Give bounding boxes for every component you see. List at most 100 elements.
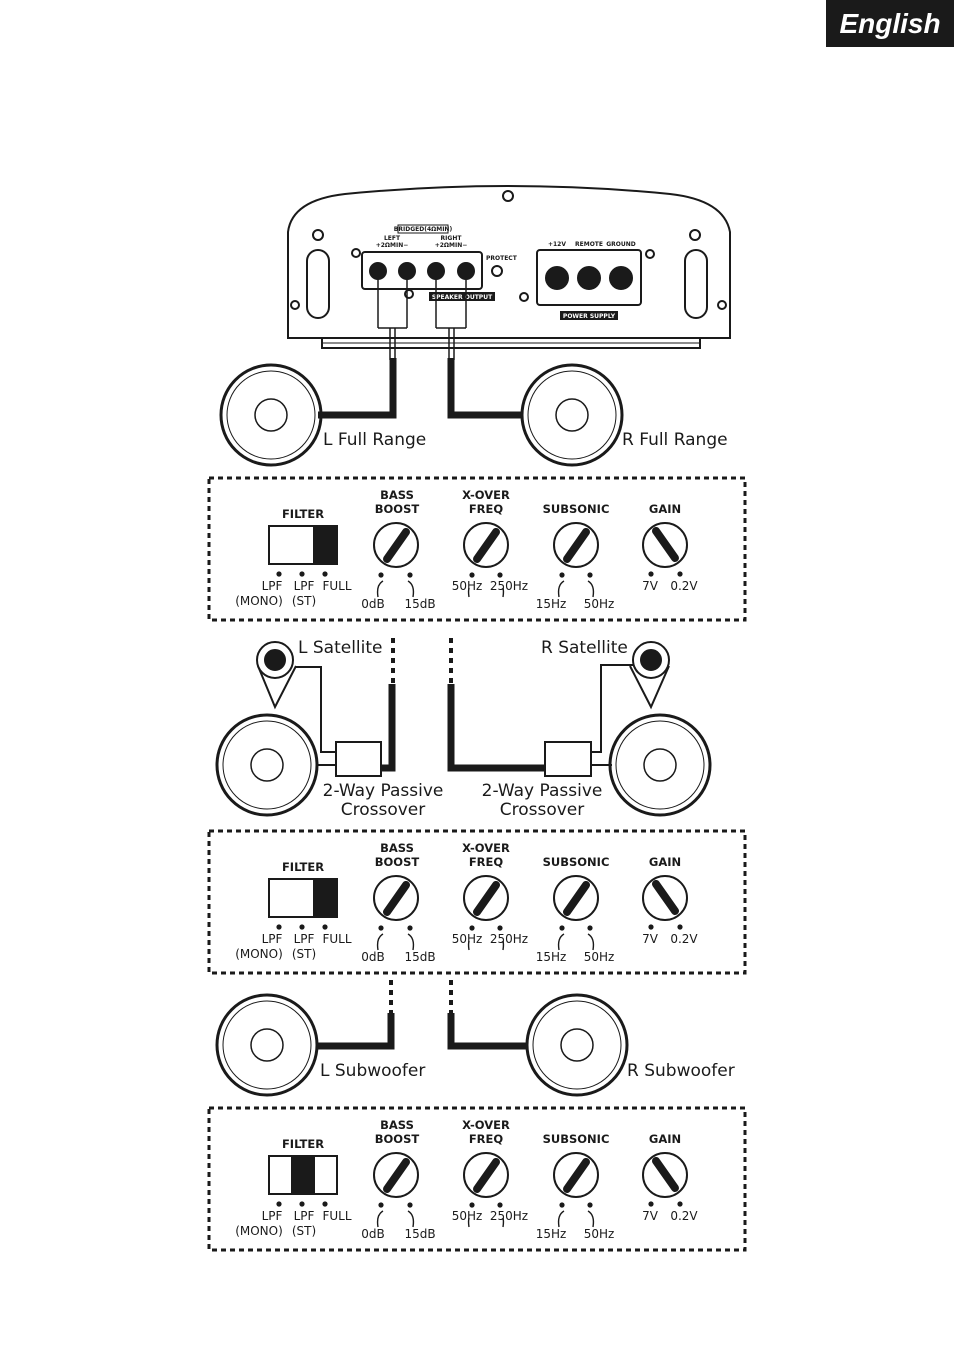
filter-option-full: FULL bbox=[322, 579, 351, 593]
bass-boost-knob bbox=[373, 875, 419, 921]
filter-option-lpf-st: LPF bbox=[294, 932, 315, 946]
filter-sub-st: (ST) bbox=[292, 947, 316, 961]
bass-boost-knob bbox=[373, 522, 419, 568]
filter-sub-mono: (MONO) bbox=[235, 947, 283, 961]
filter-title: FILTER bbox=[282, 1137, 324, 1151]
filter-option-lpf-st: LPF bbox=[294, 1209, 315, 1223]
subsonic-range-marks bbox=[557, 925, 595, 951]
right-min-label: +2ΩMIN− bbox=[435, 242, 468, 249]
subsonic-title: SUBSONIC bbox=[543, 502, 610, 516]
xover-min: 50Hz bbox=[452, 1209, 483, 1223]
left-channel-label: LEFT bbox=[384, 235, 401, 242]
gain-title: GAIN bbox=[649, 502, 681, 516]
xover-knob bbox=[463, 522, 509, 568]
crossover-left bbox=[335, 741, 382, 777]
filter-position-dot bbox=[322, 924, 328, 930]
filter-position-dot bbox=[299, 924, 305, 930]
filter-option-lpf-mono: LPF bbox=[262, 579, 283, 593]
filter-position-dot bbox=[299, 571, 305, 577]
bass-boost-min: 0dB bbox=[361, 950, 384, 964]
filter-position-dot bbox=[276, 571, 282, 577]
filter-title: FILTER bbox=[282, 507, 324, 521]
speaker-output-label: SPEAKER OUTPUT bbox=[432, 294, 493, 301]
xover-max: 250Hz bbox=[490, 1209, 528, 1223]
bass-boost-max: 15dB bbox=[404, 950, 435, 964]
panel-border bbox=[207, 476, 747, 622]
filter-position-dot bbox=[299, 1201, 305, 1207]
xover-max: 250Hz bbox=[490, 932, 528, 946]
tweeter-left bbox=[256, 641, 297, 710]
panel-border bbox=[207, 1106, 747, 1252]
filter-position-dot bbox=[322, 1201, 328, 1207]
subsonic-knob bbox=[553, 875, 599, 921]
bass-boost-title: BASS bbox=[380, 841, 414, 855]
label-right-satellite: R Satellite bbox=[541, 638, 628, 658]
subsonic-max: 50Hz bbox=[584, 1227, 615, 1241]
gain-range-dot bbox=[648, 924, 654, 930]
subsonic-max: 50Hz bbox=[584, 950, 615, 964]
label-right-crossover-line1: 2-Way Passive bbox=[482, 781, 603, 801]
wire-left-full-range bbox=[318, 358, 397, 419]
amplifier bbox=[287, 185, 731, 349]
speaker-terminal-block bbox=[361, 251, 483, 290]
speaker-terminal-left-plus bbox=[369, 262, 387, 280]
amp-output-wires bbox=[377, 279, 467, 360]
wire-right-full-range bbox=[447, 358, 523, 419]
gain-range-dot bbox=[648, 1201, 654, 1207]
filter-position-dot bbox=[276, 1201, 282, 1207]
power-terminal-block bbox=[536, 249, 642, 306]
power-supply-label: POWER SUPPLY bbox=[563, 313, 616, 320]
xover-title: X-OVER bbox=[462, 841, 510, 855]
bass-boost-title-2: BOOST bbox=[375, 1132, 420, 1146]
filter-option-lpf-mono: LPF bbox=[262, 1209, 283, 1223]
label-left-subwoofer: L Subwoofer bbox=[320, 1061, 425, 1081]
gain-range-dot bbox=[677, 924, 683, 930]
language-tab: English bbox=[826, 0, 954, 47]
subsonic-title: SUBSONIC bbox=[543, 855, 610, 869]
filter-switch bbox=[268, 878, 338, 918]
filter-sub-mono: (MONO) bbox=[235, 1224, 283, 1238]
speaker-left-full-range bbox=[219, 363, 323, 467]
power-terminal-ground bbox=[609, 266, 633, 290]
xover-max: 250Hz bbox=[490, 579, 528, 593]
subsonic-min: 15Hz bbox=[536, 597, 567, 611]
gain-knob bbox=[642, 1152, 688, 1198]
gain-min: 7V bbox=[642, 932, 659, 946]
xover-knob bbox=[463, 875, 509, 921]
label-right-crossover-line2: Crossover bbox=[500, 800, 585, 820]
label-left-satellite: L Satellite bbox=[298, 638, 383, 658]
bass-boost-min: 0dB bbox=[361, 1227, 384, 1241]
gain-range-dot bbox=[677, 571, 683, 577]
subsonic-min: 15Hz bbox=[536, 1227, 567, 1241]
subwoofer-left bbox=[215, 993, 319, 1097]
filter-option-lpf-mono: LPF bbox=[262, 932, 283, 946]
xover-title-2: FREQ bbox=[469, 1132, 504, 1146]
filter-position-dot bbox=[276, 924, 282, 930]
amplifier-body bbox=[287, 185, 731, 339]
power-ground-label: GROUND bbox=[606, 241, 636, 248]
gain-max: 0.2V bbox=[670, 1209, 698, 1223]
bass-boost-max: 15dB bbox=[404, 597, 435, 611]
filter-option-full: FULL bbox=[322, 932, 351, 946]
filter-title: FILTER bbox=[282, 860, 324, 874]
filter-option-full: FULL bbox=[322, 1209, 351, 1223]
wire-right-crossover bbox=[447, 684, 545, 772]
filter-switch bbox=[268, 1155, 338, 1195]
subsonic-range-marks bbox=[557, 1202, 595, 1228]
bass-boost-max: 15dB bbox=[404, 1227, 435, 1241]
speaker-terminal-right-plus bbox=[427, 262, 445, 280]
subsonic-knob bbox=[553, 522, 599, 568]
left-min-label: +2ΩMIN− bbox=[376, 242, 409, 249]
gain-title: GAIN bbox=[649, 1132, 681, 1146]
power-terminal-remote bbox=[577, 266, 601, 290]
filter-sub-st: (ST) bbox=[292, 1224, 316, 1238]
speaker-output-badge bbox=[429, 292, 495, 301]
speaker-right-full-range bbox=[520, 363, 624, 467]
gain-range-dot bbox=[677, 1201, 683, 1207]
right-channel-label: RIGHT bbox=[441, 235, 463, 242]
xover-title: X-OVER bbox=[462, 1118, 510, 1132]
protect-label: PROTECT bbox=[486, 255, 518, 262]
bass-boost-title: BASS bbox=[380, 488, 414, 502]
